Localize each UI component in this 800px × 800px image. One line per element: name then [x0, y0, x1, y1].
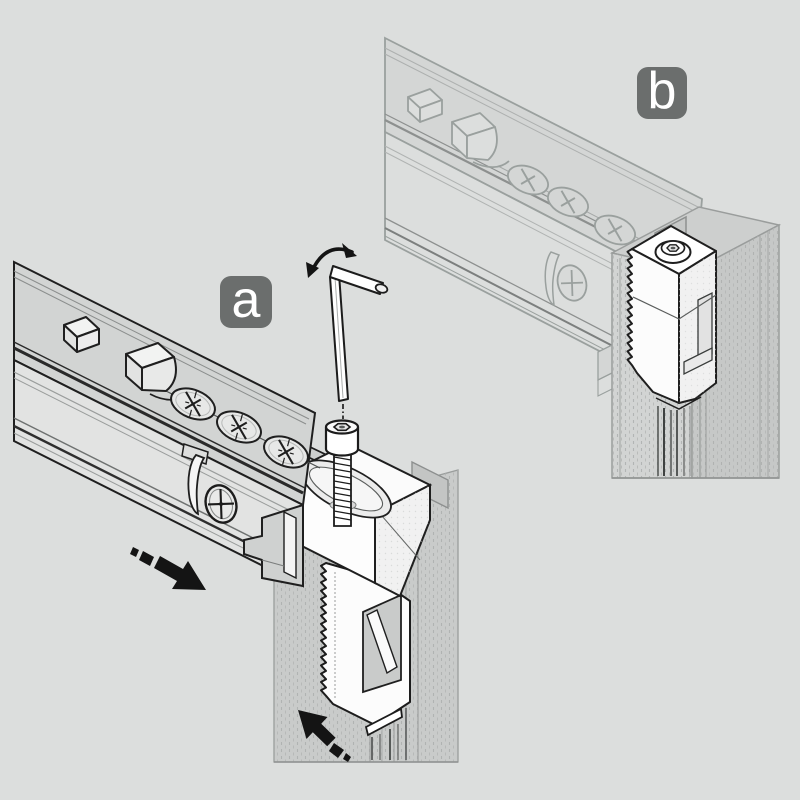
insert-arrow-icon	[298, 710, 351, 762]
rail-a	[13, 260, 321, 588]
latch-bump-large	[125, 342, 192, 401]
step-label-b-text: b	[648, 62, 677, 120]
latch-bump-large-ghost	[451, 112, 510, 169]
thread-lines	[333, 456, 352, 521]
step-label-b-badge	[637, 67, 687, 119]
step-label-b: b	[637, 62, 687, 120]
panel-a: a	[13, 243, 459, 763]
clamp-front-face	[626, 248, 680, 404]
cap-screw-head-top	[654, 240, 692, 264]
allen-key-icon	[329, 265, 389, 402]
key-hex-end	[374, 283, 389, 294]
panel-b: b	[384, 36, 782, 479]
step-label-a-badge	[220, 276, 272, 328]
key-arm	[329, 265, 384, 295]
latch-bump-small-ghost	[407, 88, 443, 123]
cap-screw	[324, 404, 360, 527]
spring-clip-ghost	[544, 251, 561, 307]
screw-head-side	[324, 427, 360, 457]
latch-bump-small	[63, 316, 100, 353]
rail-groove	[13, 346, 304, 495]
clamp-lower-wedge-a	[320, 562, 411, 760]
clamp-wedge-bar	[366, 609, 398, 675]
step-label-a: a	[220, 271, 272, 329]
clamp-mounted-b	[626, 225, 717, 410]
clamp-foot	[364, 707, 403, 737]
spring-clip	[187, 453, 206, 516]
step-label-a-text: a	[232, 271, 261, 329]
profile-lines-under-clamp	[657, 406, 691, 476]
rotation-arrow-icon	[306, 243, 357, 278]
clamp-cap-seam	[632, 294, 717, 320]
profile-lines-under-clamp	[371, 708, 407, 760]
push-arrow-icon	[130, 547, 206, 590]
clamp-foot-edge	[655, 396, 702, 410]
